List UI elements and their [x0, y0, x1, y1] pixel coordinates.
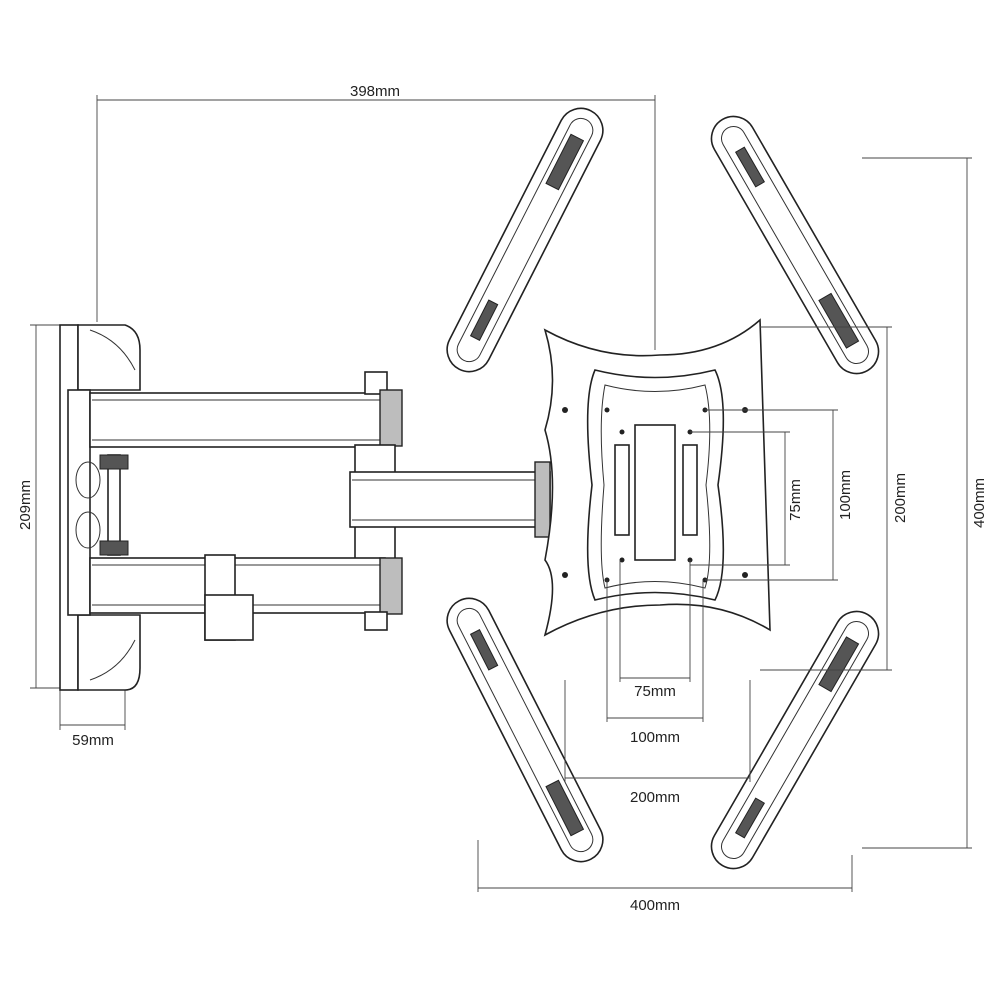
vesa-bracket: [446, 107, 880, 870]
bracket-arm-top-left: [446, 107, 604, 373]
label-h-75mm: 75mm: [634, 683, 676, 700]
label-v-200mm: 200mm: [892, 473, 909, 523]
wall-plate: [59, 324, 141, 691]
dimension-vesa-vertical: 75mm 100mm 200mm 400mm: [690, 157, 988, 849]
bracket-arm-bottom-right: [710, 610, 880, 870]
label-398mm: 398mm: [350, 83, 400, 100]
swing-arms: [89, 371, 551, 641]
label-v-400mm: 400mm: [971, 478, 988, 528]
label-h-400mm: 400mm: [630, 897, 680, 914]
dimension-wall-plate-height: 209mm: [17, 324, 62, 689]
bracket-arm-bottom-left: [446, 597, 604, 863]
label-209mm: 209mm: [17, 480, 34, 530]
dimension-overall-depth: 398mm: [96, 83, 656, 350]
dimension-vesa-horizontal: 75mm 100mm 200mm 400mm: [477, 560, 853, 914]
label-h-200mm: 200mm: [630, 789, 680, 806]
label-h-100mm: 100mm: [630, 729, 680, 746]
dimension-wall-plate-width: 59mm: [59, 690, 126, 749]
label-59mm: 59mm: [72, 732, 114, 749]
label-v-100mm: 100mm: [837, 470, 854, 520]
bracket-arm-top-right: [710, 115, 880, 375]
label-v-75mm: 75mm: [787, 479, 804, 521]
